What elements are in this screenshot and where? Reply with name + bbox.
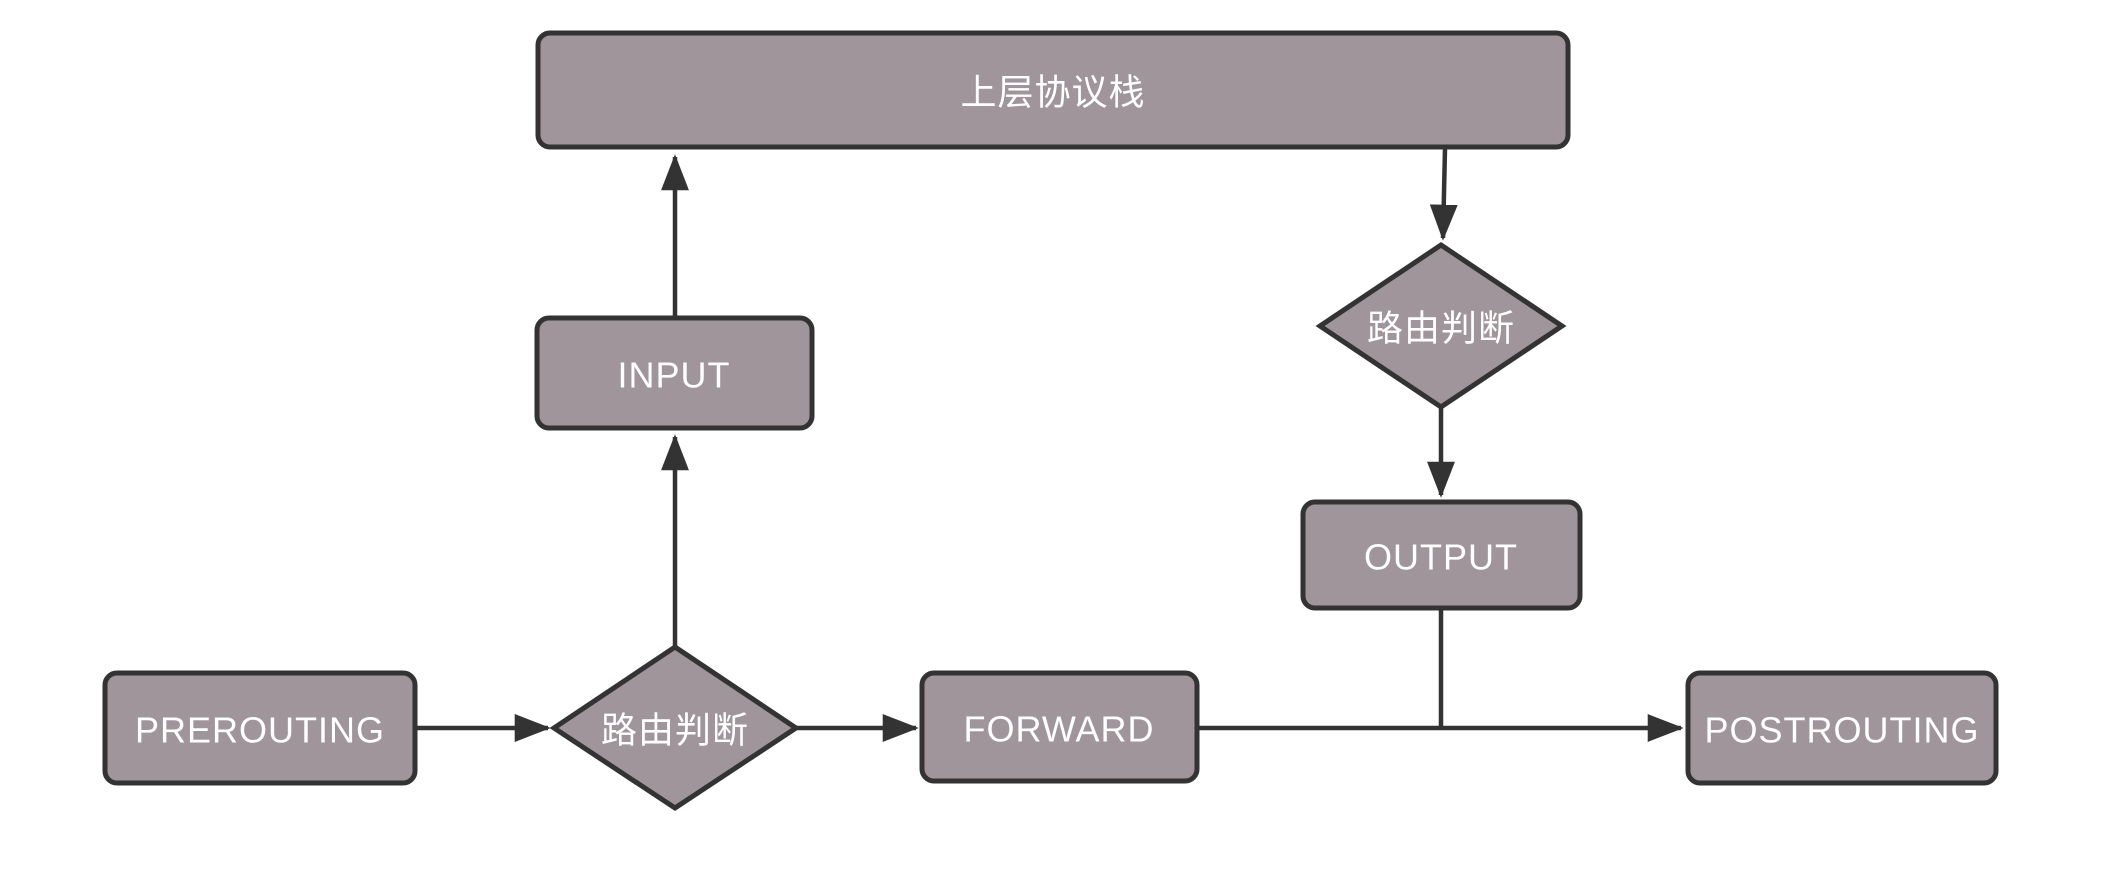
upper-stack-label: 上层协议栈 xyxy=(960,72,1145,113)
prerouting-shape xyxy=(102,670,418,786)
node-routing-decision-right: 路由判断 xyxy=(1315,241,1567,411)
node-forward: FORWARD xyxy=(919,670,1200,784)
routing-bottom-label: 路由判断 xyxy=(601,710,749,751)
input-label: INPUT xyxy=(618,355,731,396)
edges xyxy=(415,147,1684,742)
upper-stack-shape xyxy=(535,30,1571,150)
node-output: OUTPUT xyxy=(1300,499,1583,611)
output-shape xyxy=(1300,499,1583,611)
routing-bottom-shape xyxy=(549,643,801,811)
input-shape xyxy=(534,315,815,431)
node-prerouting: PREROUTING xyxy=(102,670,418,786)
forward-label: FORWARD xyxy=(964,709,1155,750)
edge-upper-stack-to-routing-right xyxy=(1429,147,1458,241)
node-input: INPUT xyxy=(534,315,815,431)
node-routing-decision-bottom: 路由判断 xyxy=(549,643,801,811)
routing-right-label: 路由判断 xyxy=(1367,308,1515,349)
node-postrouting: POSTROUTING xyxy=(1685,670,1999,786)
routing-right-shape xyxy=(1315,241,1567,411)
forward-shape xyxy=(919,670,1200,784)
node-upper-stack: 上层协议栈 xyxy=(535,30,1571,150)
postrouting-shape xyxy=(1685,670,1999,786)
output-label: OUTPUT xyxy=(1364,537,1518,578)
postrouting-label: POSTROUTING xyxy=(1704,710,1979,751)
prerouting-label: PREROUTING xyxy=(135,710,385,751)
